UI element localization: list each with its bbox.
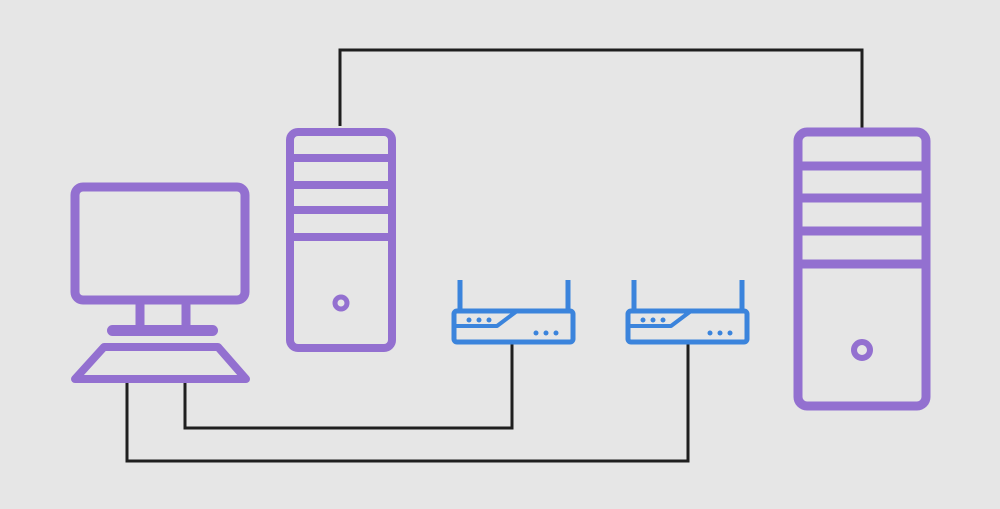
connection-lines: [125, 48, 864, 463]
link-tower-small-to-tower-large: [338, 48, 864, 130]
link-workstation-to-router-left: [183, 344, 514, 430]
desktop-computer-icon: [70, 182, 250, 383]
router-icon: [625, 280, 750, 345]
router-icon: [451, 280, 576, 345]
link-workstation-to-router-right: [125, 344, 690, 463]
server-tower-icon: [286, 128, 396, 352]
server-tower-icon: [793, 127, 931, 411]
